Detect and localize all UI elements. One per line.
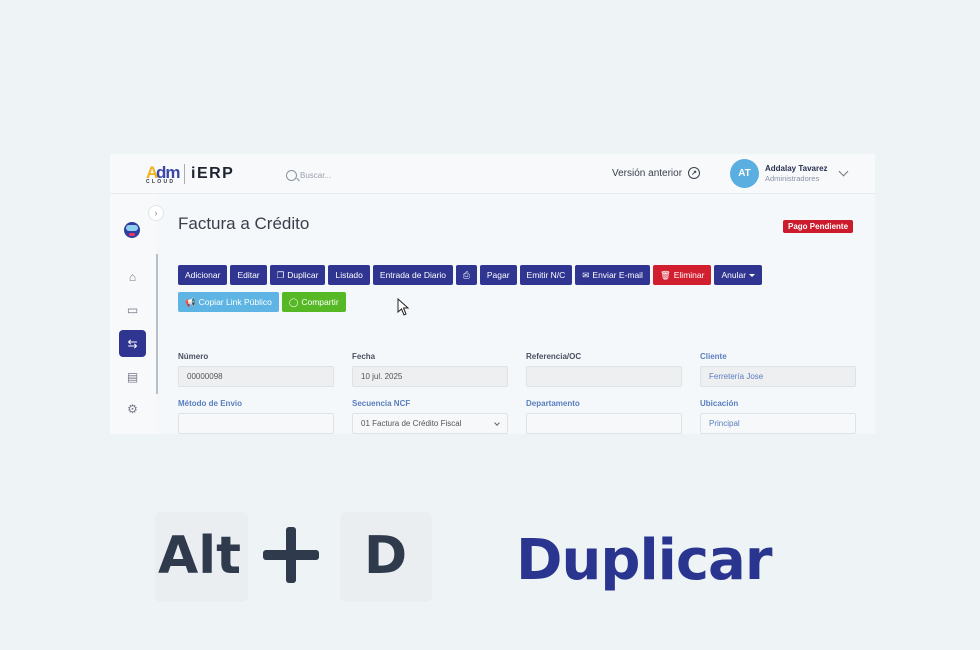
chevron-down-icon <box>494 419 500 426</box>
book-icon: ▭ <box>126 302 139 317</box>
adm-cloud-logo: A dm CLOUD <box>146 163 180 185</box>
logo[interactable]: A dm CLOUD iERP <box>146 163 234 185</box>
pay-button[interactable]: Pagar <box>479 265 517 285</box>
chevron-right-icon: › <box>154 208 158 218</box>
top-bar: A dm CLOUD iERP Versión anterior ↗ AT Ad… <box>110 154 875 194</box>
void-dropdown-button[interactable]: Anular <box>714 265 763 285</box>
add-button[interactable]: Adicionar <box>178 265 228 285</box>
sidebar-item-transactions[interactable]: ⇆ <box>119 330 146 357</box>
list-button[interactable]: Listado <box>328 265 370 285</box>
share-button[interactable]: ◯Compartir <box>281 292 346 312</box>
megaphone-icon: 📢 <box>185 296 196 307</box>
referencia-field: Referencia/OC <box>526 352 682 387</box>
numero-input[interactable]: 00000098 <box>178 366 334 387</box>
issue-credit-note-button[interactable]: Emitir N/C <box>519 265 573 285</box>
plus-icon-vertical <box>286 527 296 583</box>
sidebar: ⌂ ▭ ⇆ ▤ ⚙ <box>110 194 156 434</box>
referencia-input[interactable] <box>526 366 682 387</box>
whatsapp-icon: ◯ <box>288 296 299 307</box>
user-name: Addalay Tavarez <box>765 164 828 173</box>
sidebar-scrollbar[interactable] <box>156 254 158 394</box>
print-icon: ⎙ <box>463 269 470 280</box>
app-window: A dm CLOUD iERP Versión anterior ↗ AT Ad… <box>110 154 875 434</box>
share-toolbar: 📢Copiar Link Público ◯Compartir <box>178 292 346 312</box>
user-role: Administradores <box>765 174 820 183</box>
key-d-label: D <box>364 526 408 586</box>
home-icon: ⌂ <box>128 269 137 284</box>
departamento-input[interactable] <box>526 413 682 434</box>
print-button[interactable]: ⎙ <box>456 265 477 285</box>
search-box[interactable] <box>286 164 566 186</box>
arrows-swap-icon: ⇆ <box>127 336 138 351</box>
gear-icon: ⚙ <box>127 401 138 416</box>
copy-icon: ❐ <box>276 269 285 280</box>
ubicacion-field: Ubicación Principal <box>700 399 856 434</box>
fecha-input[interactable]: 10 jul. 2025 <box>352 366 508 387</box>
copy-public-link-button[interactable]: 📢Copiar Link Público <box>178 292 279 312</box>
sidebar-item-reports[interactable]: ▤ <box>119 363 146 390</box>
metodo-envio-input[interactable] <box>178 413 334 434</box>
action-toolbar: Adicionar Editar ❐Duplicar Listado Entra… <box>178 265 763 285</box>
edit-button[interactable]: Editar <box>230 265 267 285</box>
key-d <box>340 512 432 602</box>
secuencia-ncf-select[interactable]: 01 Factura de Crédito Fiscal <box>352 413 508 434</box>
search-input[interactable] <box>300 170 540 180</box>
shortcut-action-label: Duplicar <box>516 528 772 593</box>
numero-field: Número 00000098 <box>178 352 334 387</box>
robot-logo-icon <box>124 222 140 238</box>
search-icon <box>286 169 297 181</box>
report-icon: ▤ <box>126 369 139 384</box>
ubicacion-input[interactable]: Principal <box>700 413 856 434</box>
delete-button[interactable]: 🗑Eliminar <box>652 265 712 285</box>
key-alt <box>155 512 248 602</box>
external-link-icon: ↗ <box>688 167 701 179</box>
send-email-button[interactable]: ✉Enviar E-mail <box>575 265 650 285</box>
chevron-down-icon[interactable] <box>838 166 849 177</box>
expand-sidebar-button[interactable]: › <box>148 205 164 221</box>
metodo-envio-field: Método de Envio <box>178 399 334 434</box>
status-badge: Pago Pendiente <box>783 220 854 233</box>
sidebar-item-settings[interactable]: ⚙ <box>119 395 146 422</box>
previous-version-link[interactable]: Versión anterior ↗ <box>612 167 701 179</box>
duplicate-button[interactable]: ❐Duplicar <box>269 265 326 285</box>
mouse-cursor-icon <box>397 297 410 316</box>
trash-icon: 🗑 <box>659 269 671 280</box>
product-name: iERP <box>191 165 235 182</box>
cliente-field: Cliente Ferretería Jose <box>700 352 856 387</box>
departamento-field: Departamento <box>526 399 682 434</box>
journal-entry-button[interactable]: Entrada de Diario <box>372 265 454 285</box>
sidebar-item-book[interactable]: ▭ <box>119 296 146 323</box>
user-menu[interactable]: Addalay Tavarez Administradores <box>765 164 828 183</box>
fecha-field: Fecha 10 jul. 2025 <box>352 352 508 387</box>
logo-divider <box>184 164 185 184</box>
caret-down-icon <box>749 273 756 277</box>
sidebar-item-home[interactable]: ⌂ <box>119 263 146 290</box>
key-alt-label: Alt <box>158 526 241 586</box>
envelope-icon: ✉ <box>582 269 590 280</box>
page-title: Factura a Crédito <box>178 214 310 233</box>
cliente-input[interactable]: Ferretería Jose <box>700 366 856 387</box>
avatar[interactable]: AT <box>730 159 759 188</box>
secuencia-ncf-field: Secuencia NCF 01 Factura de Crédito Fisc… <box>352 399 508 434</box>
